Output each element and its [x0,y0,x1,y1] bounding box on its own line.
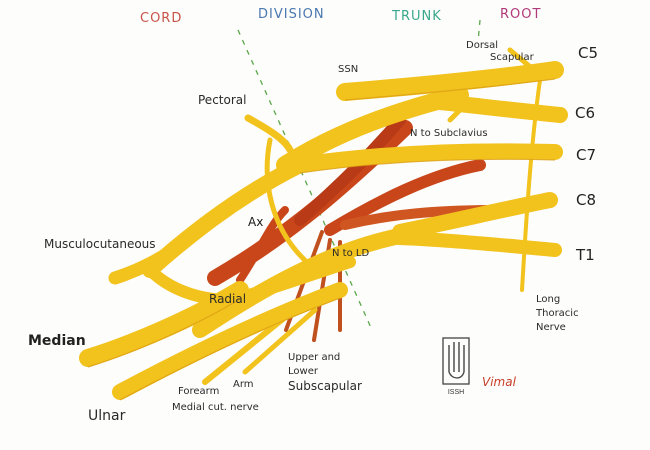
median-shade [87,298,241,368]
c7-shade [299,158,556,174]
subscapular-label: Subscapular [288,379,362,393]
logo-text: ISSH [448,389,464,396]
axillary-branch [236,206,289,284]
arm-label: Arm [233,379,254,390]
c5-label: C5 [578,44,598,62]
t1-root [393,231,562,257]
ulnar-nerve [112,282,348,400]
lower-label: Lower [288,366,319,377]
pectoral-label: Pectoral [198,93,246,107]
n-to-subclavius-label: N to Subclavius [410,128,488,139]
cord-header: CORD [140,11,182,26]
root-header: ROOT [500,7,541,22]
pectoral-loop [264,137,313,268]
anterior-structures [79,47,568,400]
pectoral-nerve-upper [244,114,294,154]
trunk-header: TRUNK [391,9,442,24]
issh-logo: ISSH [442,337,470,396]
medial-cut-nerve-label: Medial cut. nerve [172,402,259,413]
posterior-division-upper [294,114,406,226]
ulnar-shade [119,297,341,401]
musculocutaneous-label: Musculocutaneous [44,237,156,251]
ulnar-label: Ulnar [88,408,126,424]
median-medial-root [224,256,356,306]
ax-label: Ax [248,215,263,229]
medial-cut-arm-nerve [242,307,318,375]
medial-cut-forearm-nerve [202,302,303,385]
suprascapular-nerve [339,82,386,98]
lower-trunk [192,228,408,338]
c5-shade [344,78,556,101]
thoracic-label: Thoracic [535,308,579,319]
nerve-to-subclavius [447,97,473,123]
upper-and-label: Upper and [288,352,340,363]
middle-trunk [292,143,563,173]
median-label: Median [28,333,86,349]
nerve-shading [87,78,556,401]
radial-label: Radial [209,292,246,306]
c7-label: C7 [576,146,596,164]
dorsal-scapular-nerve [507,47,543,78]
median-lateral-root [144,264,236,306]
nerve-label: Nerve [536,322,566,333]
forearm-label: Forearm [178,386,219,397]
dorsal-scapular-label-line1: Dorsal [466,40,498,51]
n-to-ld-label: N to LD [332,248,369,259]
musculocutaneous-nerve [108,223,207,285]
long-thoracic-nerve [520,78,542,292]
long-label: Long [536,294,560,305]
c8-label: C8 [576,191,596,209]
root-guide-line [477,19,481,43]
logo-fingers [448,342,465,372]
c6-label: C6 [575,104,595,122]
ssn-label: SSN [338,64,358,75]
c6-root [432,94,568,123]
logo-palm [448,371,465,379]
signature-vimal: Vimal [482,375,517,389]
t1-label: T1 [575,246,595,264]
c8-root [392,192,558,240]
dorsal-scapular-label-line2: Scapular [490,52,535,63]
logo-frame [442,337,470,385]
division-header: DIVISION [258,7,325,22]
